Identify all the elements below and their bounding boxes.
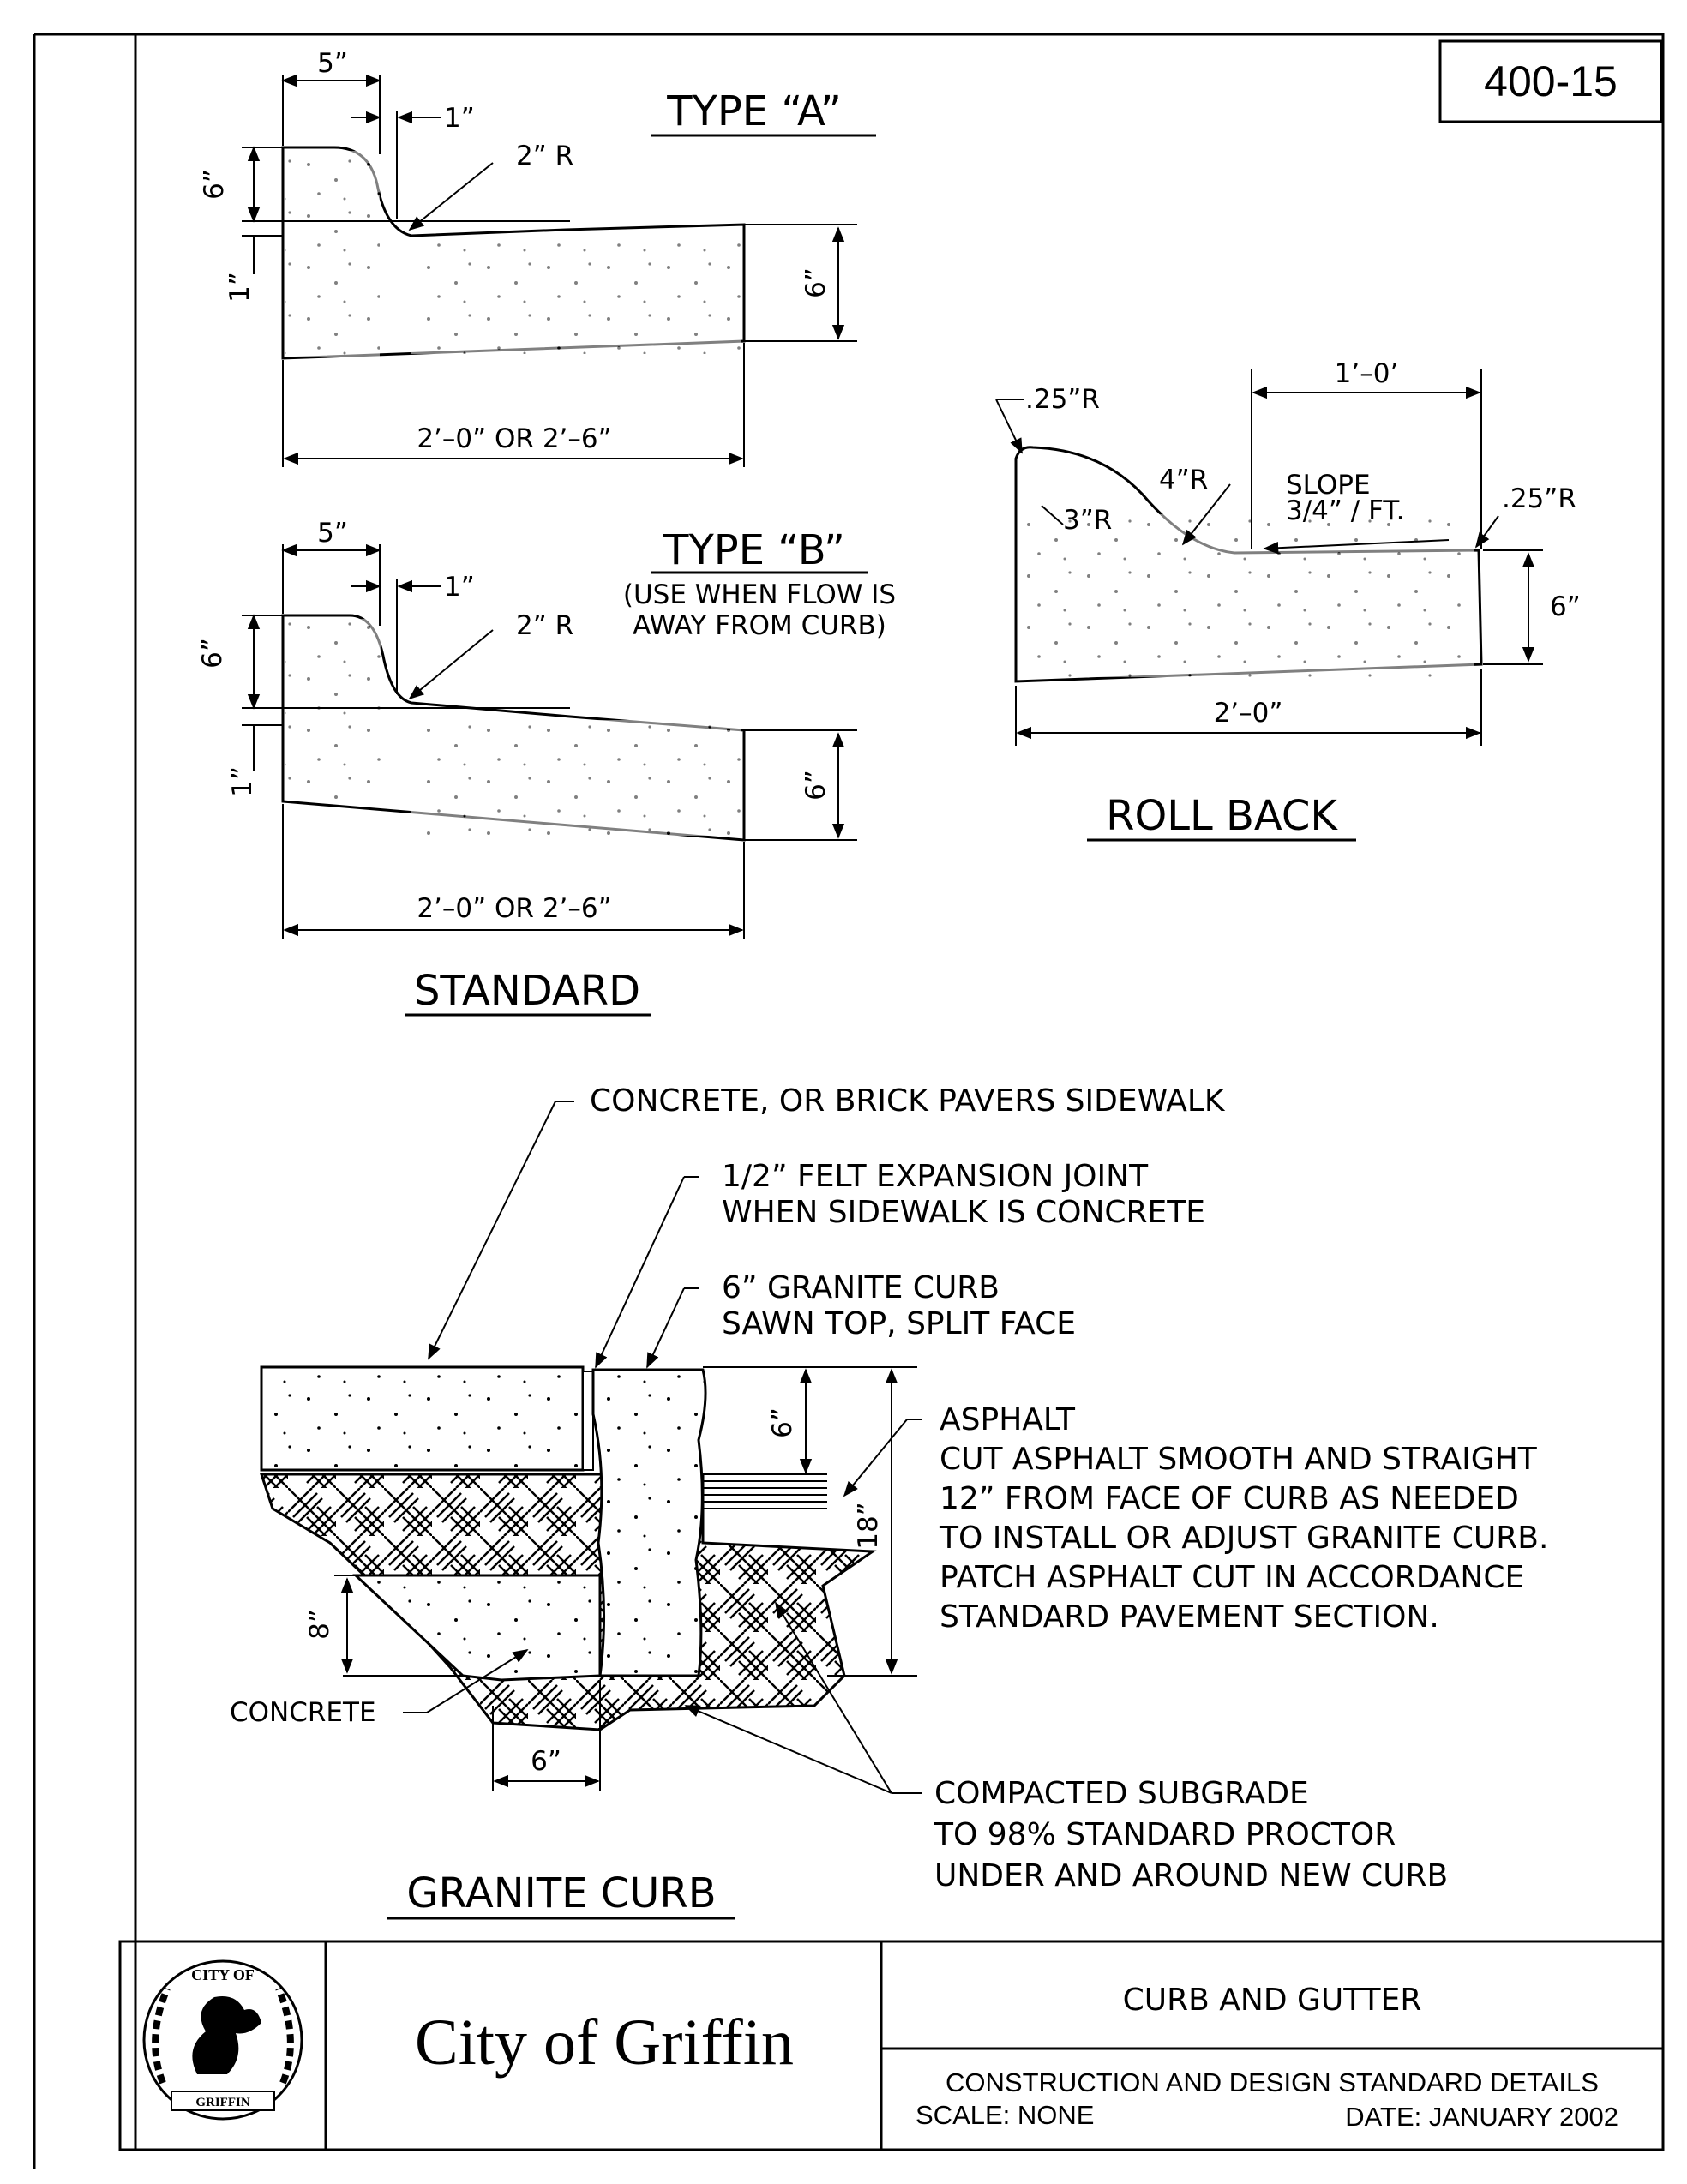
asphalt-layer [703, 1473, 827, 1509]
type-a-detail: 5” 1” 2” R 6” 1” 6” 2’–0” OR 2’–6” TYPE … [199, 48, 876, 467]
city-seal-logo: CITY OF GRIFFIN [142, 1959, 303, 2121]
granite-dim-concrete-width: 6” [531, 1746, 561, 1777]
drawing-title: CURB AND GUTTER [1123, 1983, 1422, 2018]
granite-subgrade-notes: COMPACTED SUBGRADE TO 98% STANDARD PROCT… [934, 1776, 1448, 1893]
asphalt-note-5: PATCH ASPHALT CUT IN ACCORDANCE [940, 1560, 1524, 1595]
asphalt-note-4: TO INSTALL OR ADJUST GRANITE CURB. [939, 1521, 1548, 1556]
granite-dim-concrete-depth: 8” [304, 1609, 335, 1640]
logo-top-text: CITY OF [191, 1966, 255, 1983]
type-b-dim-drop: 1” [227, 766, 258, 797]
title-block: CITY OF GRIFFIN City of Griffin CURB AND… [118, 1940, 1665, 2151]
type-b-dim-top: 5” [317, 518, 348, 549]
type-a-dim-curb-height: 6” [199, 169, 230, 200]
granite-callout-joint-line2: WHEN SIDEWALK IS CONCRETE [722, 1195, 1205, 1230]
roll-back-dim-depth: 6” [1550, 591, 1581, 622]
type-b-detail: 5” 1” 2” R 6” 1” 6” 2’–0” OR 2’–6” TYPE … [197, 518, 896, 939]
sheet-number: 400-15 [1484, 57, 1618, 105]
granite-curb [591, 1368, 707, 1677]
type-a-dim-drop: 1” [225, 272, 255, 303]
type-b-dim-lip: 1” [444, 572, 475, 603]
expansion-joint [582, 1371, 594, 1471]
granite-asphalt-notes: ASPHALT CUT ASPHALT SMOOTH AND STRAIGHT … [939, 1402, 1548, 1635]
type-b-title: TYPE “B” [663, 526, 845, 574]
type-a-dim-depth: 6” [801, 267, 831, 298]
granite-curb-detail: 6” 18” 8” 6” CONCRETE CONCRETE, OR BRICK… [230, 1083, 1548, 1920]
subgrade-note-3: UNDER AND AROUND NEW CURB [934, 1858, 1448, 1893]
granite-callout-joint-line1: 1/2” FELT EXPANSION JOINT [722, 1159, 1149, 1194]
asphalt-note-2: CUT ASPHALT SMOOTH AND STRAIGHT [940, 1442, 1538, 1477]
roll-back-radius-curve: 4”R [1159, 465, 1208, 495]
granite-callout-curb-line1: 6” GRANITE CURB [722, 1270, 1000, 1305]
granite-dim-total: 18” [853, 1502, 884, 1550]
roll-back-radius-inner: 3”R [1063, 505, 1112, 536]
granite-concrete-label: CONCRETE [230, 1697, 376, 1728]
standard-label: STANDARD [414, 967, 640, 1015]
type-b-note-line1: (USE WHEN FLOW IS [623, 579, 896, 610]
type-b-dim-depth: 6” [801, 770, 831, 801]
logo-bottom-text: GRIFFIN [195, 2096, 250, 2109]
subgrade-note-1: COMPACTED SUBGRADE [934, 1776, 1309, 1811]
granite-curb-title: GRANITE CURB [406, 1869, 716, 1917]
roll-back-title: ROLL BACK [1106, 792, 1338, 840]
type-b-radius: 2” R [516, 610, 573, 641]
granite-dim-asphalt: 6” [767, 1407, 798, 1438]
type-a-dim-top: 5” [317, 48, 348, 79]
roll-back-dim-slope-width: 1’–0’ [1335, 358, 1399, 389]
type-b-dim-width: 2’–0” OR 2’–6” [417, 893, 611, 924]
asphalt-note-3: 12” FROM FACE OF CURB AS NEEDED [940, 1481, 1519, 1516]
scale-label: SCALE: NONE [916, 2100, 1094, 2130]
granite-callout-curb-line2: SAWN TOP, SPLIT FACE [722, 1306, 1076, 1341]
roll-back-dim-width: 2’–0” [1214, 698, 1283, 729]
sidewalk-slab [260, 1365, 585, 1472]
date-label: DATE: JANUARY 2002 [1345, 2102, 1618, 2132]
asphalt-note-1: ASPHALT [940, 1402, 1076, 1437]
subgrade-note-2: TO 98% STANDARD PROCTOR [934, 1817, 1396, 1852]
type-b-dim-curb-height: 6” [197, 638, 228, 669]
asphalt-note-6: STANDARD PAVEMENT SECTION. [940, 1599, 1439, 1635]
roll-back-detail: .25”R 3”R 4”R 1’–0’ SLOPE 3/4” / FT. .25… [995, 358, 1581, 842]
roll-back-slope-line1: SLOPE [1286, 470, 1371, 501]
roll-back-radius-left-top: .25”R [1025, 384, 1100, 415]
type-a-dim-lip: 1” [444, 103, 475, 134]
concrete-foundation [352, 1574, 602, 1682]
granite-callout-sidewalk: CONCRETE, OR BRICK PAVERS SIDEWALK [590, 1083, 1226, 1119]
type-a-dim-width: 2’–0” OR 2’–6” [417, 423, 611, 454]
type-a-radius: 2” R [516, 141, 573, 171]
roll-back-radius-right-top: .25”R [1502, 483, 1576, 514]
roll-back-slope-line2: 3/4” / FT. [1286, 495, 1405, 526]
sheet-number-box [1438, 39, 1663, 123]
series-label: CONSTRUCTION AND DESIGN STANDARD DETAILS [946, 2067, 1599, 2097]
type-b-note-line2: AWAY FROM CURB) [633, 610, 886, 641]
type-a-title: TYPE “A” [666, 87, 842, 135]
city-name: City of Griffin [415, 2007, 794, 2079]
